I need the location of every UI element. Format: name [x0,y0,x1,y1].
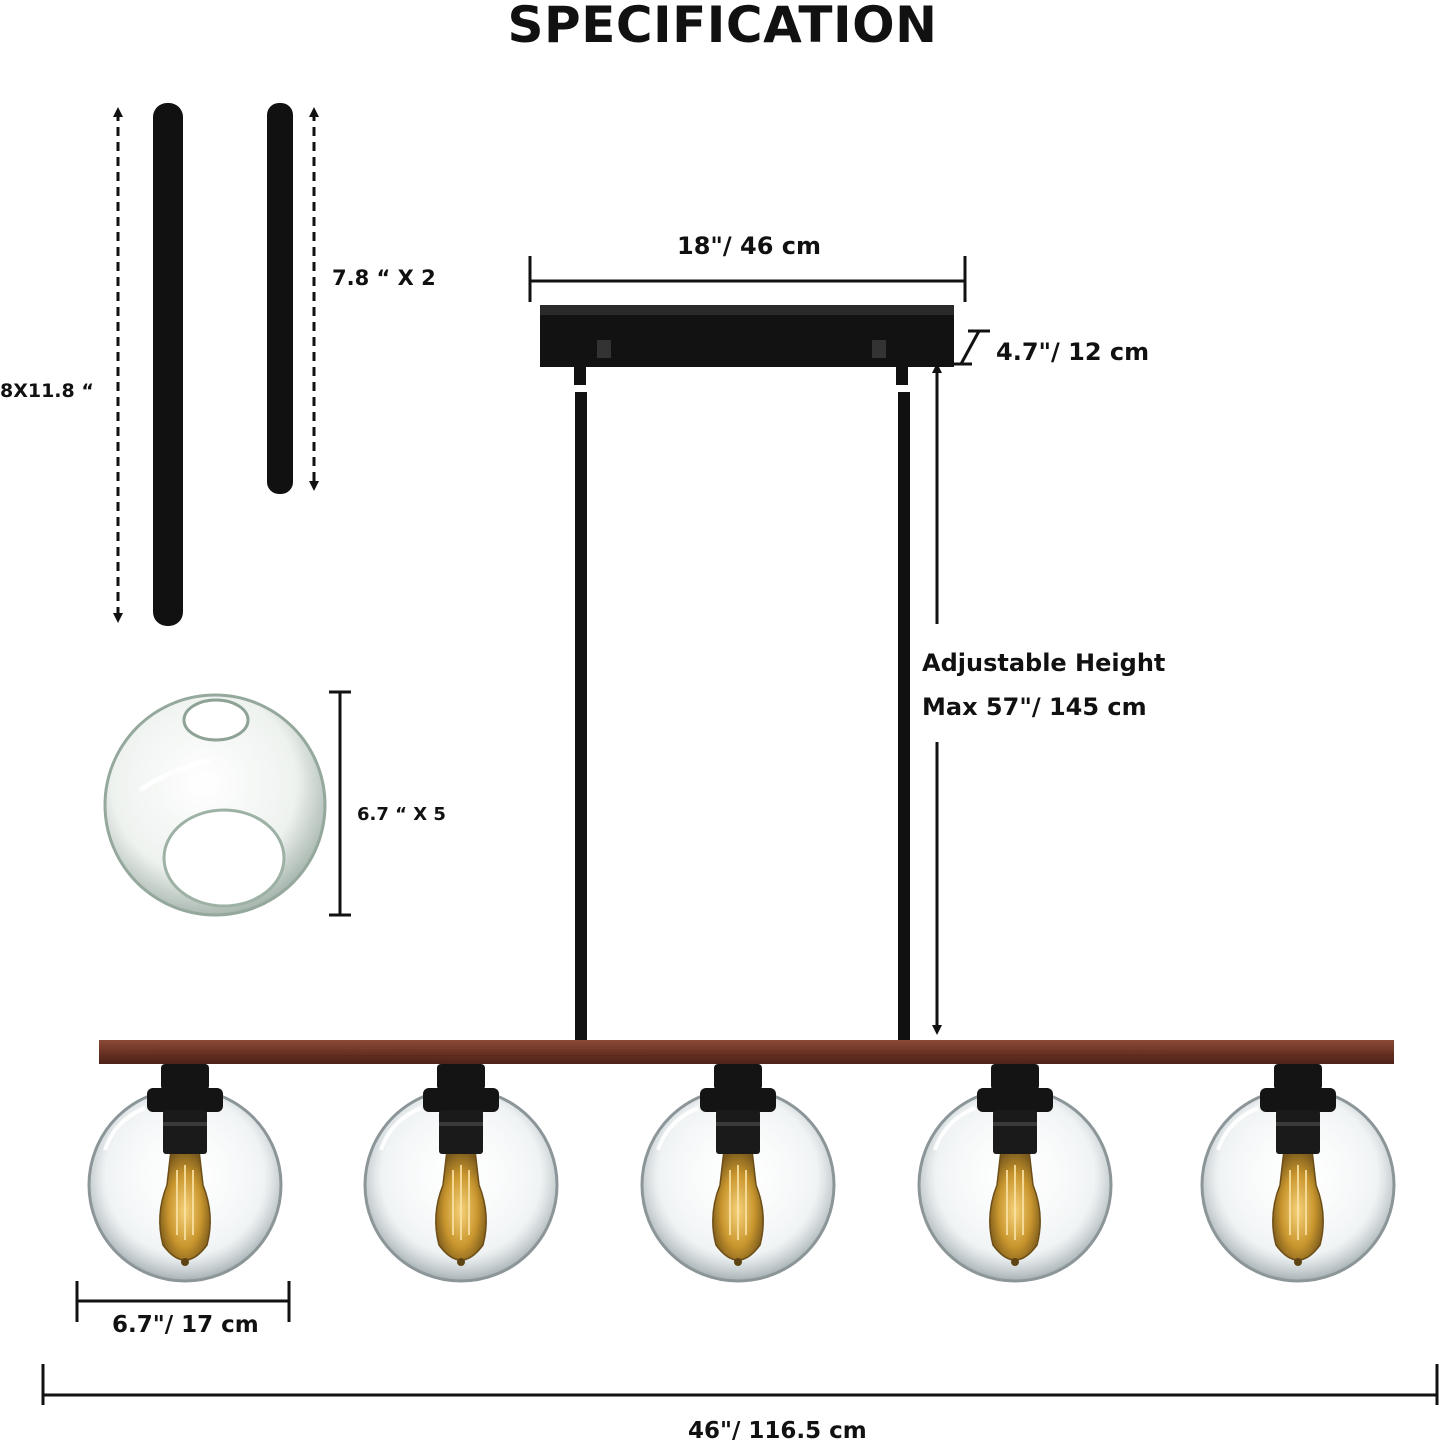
page-title: SPECIFICATION [507,0,938,54]
canopy-width-label: 18"/ 46 cm [677,232,822,260]
long-rod-part [113,103,183,626]
pendant-lamp [640,1064,836,1283]
canopy-height-label: 4.7"/ 12 cm [996,338,1150,366]
long-rod-label: 8X11.8 “ [0,380,94,402]
short-rod-part [267,103,319,494]
canopy [540,305,954,385]
pendant-lamp [363,1064,559,1283]
pendant-lamp [917,1064,1113,1283]
short-rod-label: 7.8 “ X 2 [332,266,436,290]
pendant-lamp [87,1064,283,1283]
pendant-lamp [1200,1064,1396,1283]
shade-width-label: 6.7"/ 17 cm [112,1312,259,1338]
canopy-width-dimension [528,256,967,302]
total-width-label: 46"/ 116.5 cm [688,1418,867,1444]
total-width-dimension [41,1364,1439,1405]
max-height-label: Max 57"/ 145 cm [922,693,1147,721]
glass-shade-part [103,690,351,917]
hanging-rods [575,392,910,1040]
adjustable-height-label: Adjustable Height [922,649,1166,677]
shade-part-label: 6.7 “ X 5 [357,804,446,825]
wood-bar [98,1040,1395,1064]
pendant-lamps [87,1064,1396,1283]
shade-width-dimension [75,1281,291,1322]
canopy-height-dimension [950,329,990,366]
